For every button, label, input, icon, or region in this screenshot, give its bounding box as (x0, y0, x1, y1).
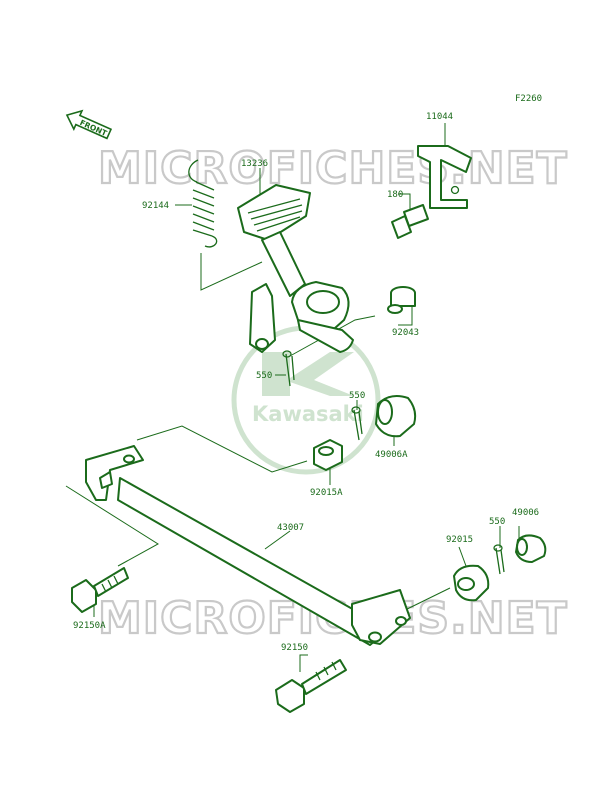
logo-text: Kawasaki (252, 402, 364, 426)
label-92144: 92144 (142, 201, 169, 211)
part-nut-92015 (453, 564, 490, 602)
figure-code: F2260 (515, 94, 542, 104)
part-bushing-49006 (515, 534, 547, 563)
label-550-upper: 550 (256, 371, 272, 381)
part-bushing-49006A (375, 395, 417, 438)
label-550-mid: 550 (349, 391, 365, 401)
part-spring (188, 159, 218, 248)
part-bracket (417, 145, 472, 209)
part-pin-92043 (387, 286, 416, 314)
label-92150A: 92150A (73, 621, 106, 631)
part-bolt-92150 (275, 659, 347, 713)
watermark-top: MICROFICHES.NET (98, 143, 568, 194)
label-180: 180 (387, 190, 403, 200)
label-92015A: 92015A (310, 488, 343, 498)
part-cotter-pin-mid (351, 406, 363, 441)
part-brake-pedal (237, 184, 354, 353)
label-49006: 49006 (512, 508, 539, 518)
front-arrow-icon: FRONT (65, 109, 113, 140)
label-92150: 92150 (281, 643, 308, 653)
label-92043: 92043 (392, 328, 419, 338)
label-49006A: 49006A (375, 450, 408, 460)
part-bolt-92150A (71, 567, 129, 613)
part-bolt-180 (391, 204, 429, 239)
label-92015: 92015 (446, 535, 473, 545)
leader-lines (65, 123, 520, 672)
label-43007: 43007 (277, 523, 304, 533)
part-labels: 11044 13236 92144 180 92043 550 550 4900… (73, 112, 539, 653)
part-cotter-pin-lower (493, 544, 505, 575)
kawasaki-logo: Kawasaki (231, 325, 381, 475)
label-13236: 13236 (241, 159, 268, 169)
part-cotter-pin-upper (282, 350, 295, 387)
part-nut-92015A (313, 439, 343, 471)
label-550-lower: 550 (489, 517, 505, 527)
label-11044: 11044 (426, 112, 453, 122)
part-rod-43007 (85, 445, 411, 646)
